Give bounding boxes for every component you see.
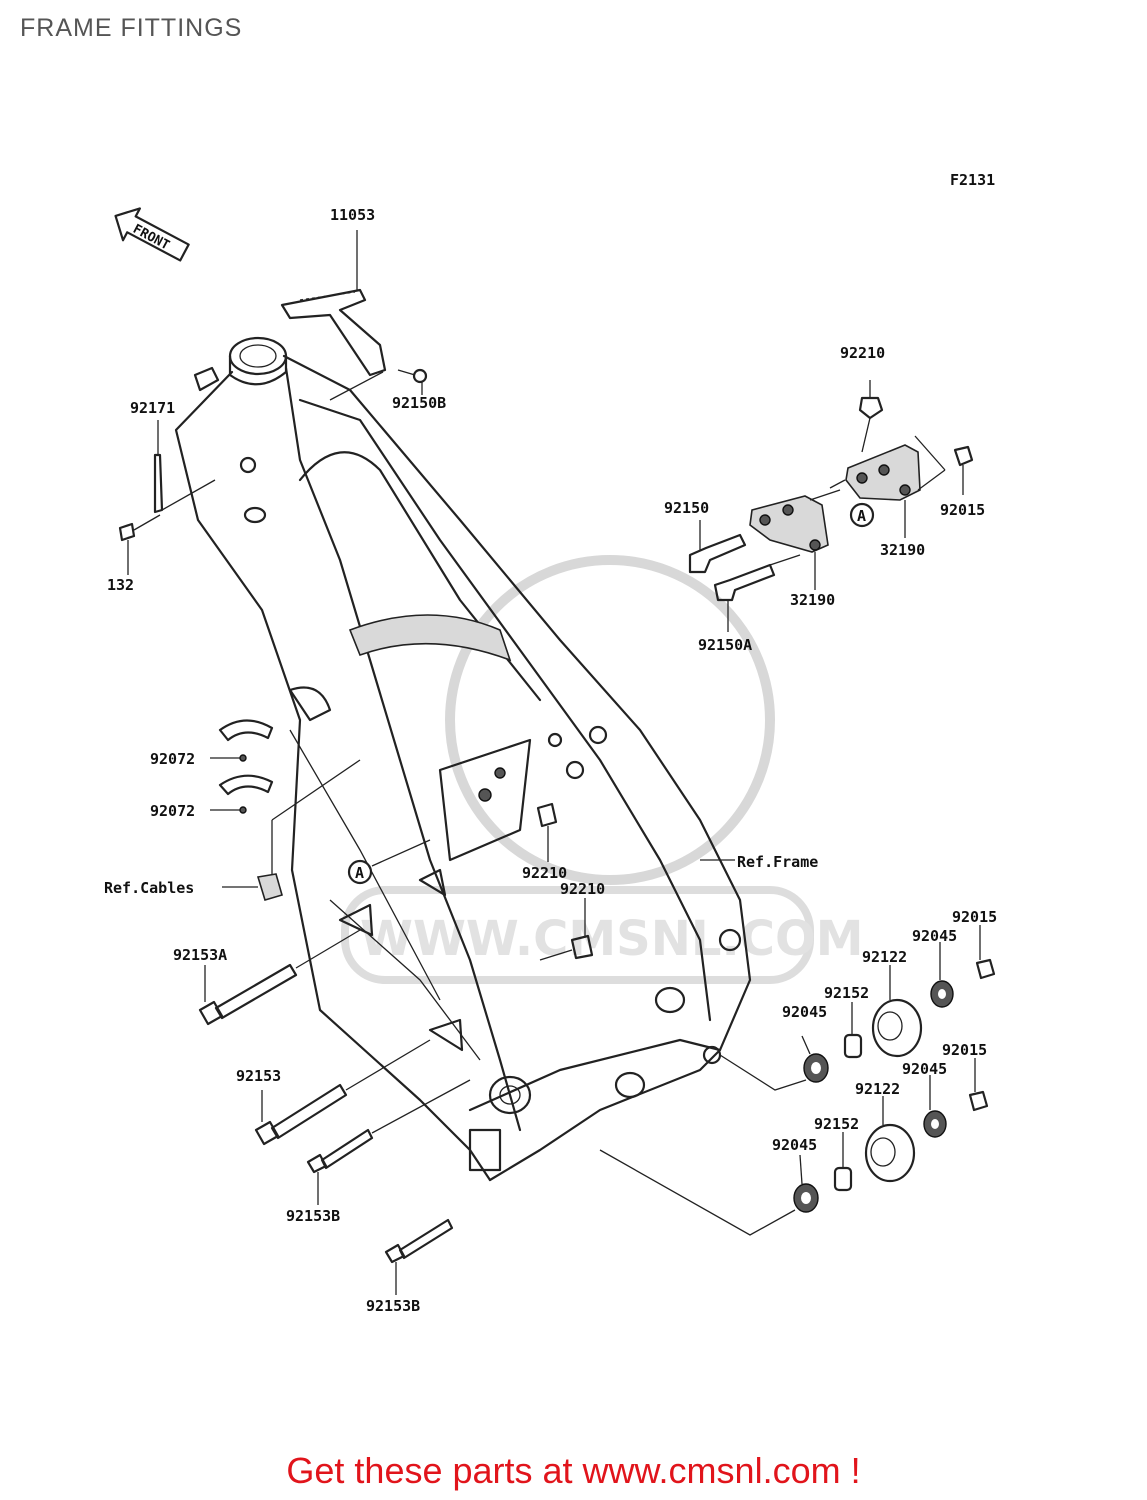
swingarm-pivot-parts <box>599 925 996 1236</box>
callout-92150: 92150 <box>664 499 709 517</box>
part-92210-collars <box>536 802 594 961</box>
engine-mount-bracket-assembly: A <box>688 380 974 632</box>
callout-92152-r1: 92152 <box>824 984 869 1002</box>
callout-92045-r1: 92045 <box>912 927 957 945</box>
front-arrow-icon: FRONT <box>114 207 190 262</box>
callout-92015-top: 92015 <box>940 501 985 519</box>
callout-92153B-b: 92153B <box>366 1297 420 1315</box>
part-11053-bracket <box>280 230 428 401</box>
motorcycle-frame <box>174 336 752 1182</box>
callout-92015-r1: 92015 <box>952 908 997 926</box>
cable-holder-icon: A <box>222 759 431 901</box>
callout-ref-cables: Ref.Cables <box>104 879 194 897</box>
footer-cta-link[interactable]: Get these parts at www.cmsnl.com ! <box>286 1450 861 1491</box>
callout-92150B: 92150B <box>392 394 446 412</box>
front-arrow-label: FRONT <box>130 222 172 254</box>
callout-92150A: 92150A <box>698 636 752 654</box>
mark-a-left: A <box>355 864 364 882</box>
callout-92153B-a: 92153B <box>286 1207 340 1225</box>
part-92153-bolt <box>254 1039 431 1146</box>
part-92153A-bolt <box>198 929 361 1026</box>
part-92153B-bolt-lower <box>384 1218 454 1295</box>
figure-code: F2131 <box>950 171 995 189</box>
callout-92210-mid: 92210 <box>522 864 567 882</box>
callout-92045-r3: 92045 <box>902 1060 947 1078</box>
callout-labels: 11053 92150B 92171 132 92210 92015 92150… <box>104 206 997 1315</box>
watermark-text: WWW.CMSNL.COM <box>360 911 864 967</box>
callout-92122-r1: 92122 <box>862 948 907 966</box>
frame-fittings-diagram: WWW.CMSNL.COM FRONT F2131 <box>104 171 997 1315</box>
callout-11053: 11053 <box>330 206 375 224</box>
page-title: FRAME FITTINGS <box>20 14 243 42</box>
callout-92171: 92171 <box>130 399 175 417</box>
callout-92153A: 92153A <box>173 946 227 964</box>
callout-92072-a: 92072 <box>150 750 195 768</box>
callout-32190-a: 32190 <box>880 541 925 559</box>
callout-92153: 92153 <box>236 1067 281 1085</box>
mark-a-right: A <box>857 507 866 525</box>
watermark: WWW.CMSNL.COM <box>341 555 864 984</box>
callout-92210-top: 92210 <box>840 344 885 362</box>
callout-92015-r2: 92015 <box>942 1041 987 1059</box>
callout-132: 132 <box>107 576 134 594</box>
callout-92152-r2: 92152 <box>814 1115 859 1133</box>
callout-92122-r2: 92122 <box>855 1080 900 1098</box>
callout-92072-b: 92072 <box>150 802 195 820</box>
part-92153B-bolt-upper <box>306 1079 471 1205</box>
callout-ref-frame: Ref.Frame <box>737 853 818 871</box>
callout-92045-r4: 92045 <box>772 1136 817 1154</box>
part-92171-clamp <box>118 366 220 575</box>
part-92072-clamps <box>210 719 274 814</box>
callout-92045-r2: 92045 <box>782 1003 827 1021</box>
callout-32190-b: 32190 <box>790 591 835 609</box>
callout-92210-low: 92210 <box>560 880 605 898</box>
